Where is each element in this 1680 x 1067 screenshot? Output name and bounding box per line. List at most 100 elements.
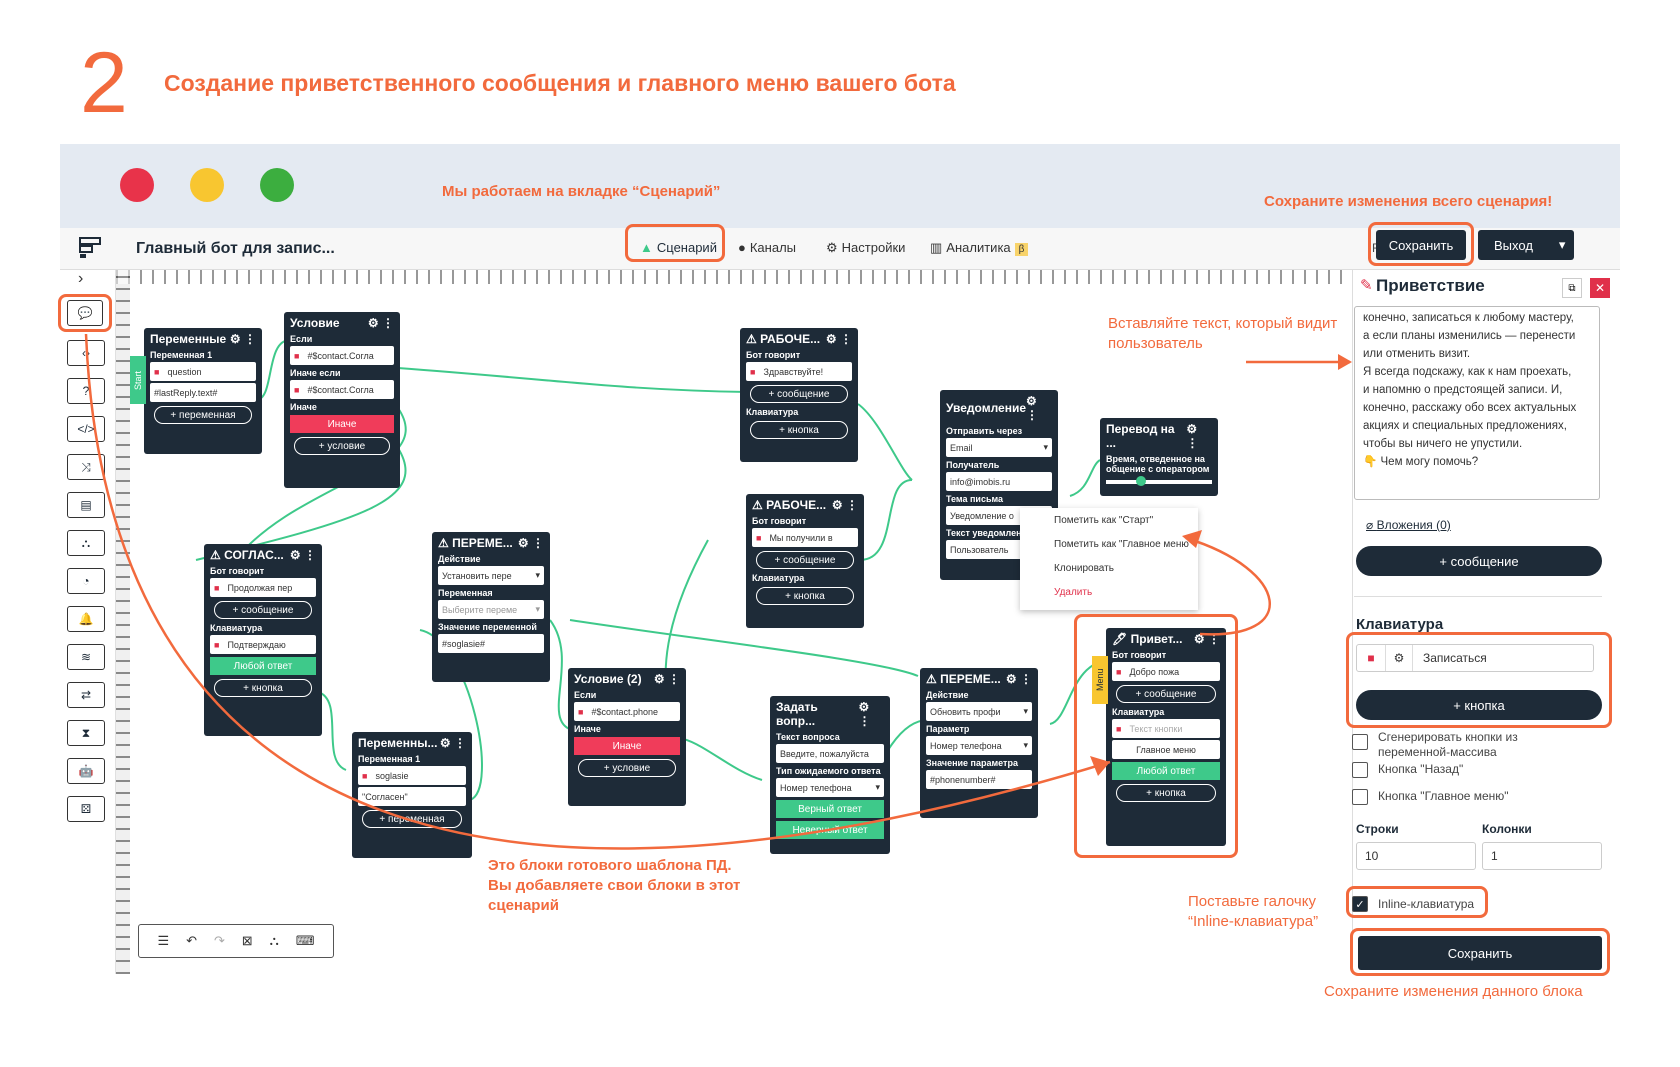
trash-icon[interactable]: ■ <box>1116 666 1122 677</box>
note-template-blocks: Это блоки готового шаблона ПД. Вы добавл… <box>488 857 741 914</box>
trash-icon[interactable]: ■ <box>362 770 368 781</box>
gear-icon[interactable]: ⚙ ⋮ <box>517 536 544 550</box>
close-icon[interactable]: ✕ <box>1590 278 1610 298</box>
menu-item-clone[interactable]: Клонировать <box>1054 562 1114 574</box>
trash-icon[interactable]: ■ <box>578 706 584 717</box>
window-chrome <box>60 144 1620 228</box>
code-nav-icon[interactable]: ‹› <box>67 340 105 366</box>
gear-icon[interactable]: ⚙ ⋮ <box>858 700 871 728</box>
block-operator-transfer[interactable]: Перевод на ...⚙ ⋮ Время, отведенное на о… <box>1100 418 1218 496</box>
block-variables-4[interactable]: ⚠ ПЕРЕМЕ...⚙ ⋮ Действие Обновить профи▾ … <box>920 668 1038 818</box>
gear-icon[interactable]: ⚙ <box>1385 645 1413 671</box>
step-title: Создание приветственного сообщения и гла… <box>164 70 956 96</box>
question-block-icon[interactable]: ? <box>67 378 105 404</box>
rows-input[interactable]: 10 <box>1356 842 1476 870</box>
chevron-down-icon: ▾ <box>1023 706 1028 716</box>
message-block-icon[interactable]: 💬 <box>67 300 103 326</box>
tree-icon[interactable]: ⛬ <box>269 933 279 948</box>
block-condition-1[interactable]: Условие⚙ ⋮ Если ■#$contact.Согла Иначе е… <box>284 312 400 488</box>
random-block-icon[interactable]: ⚄ <box>67 796 105 822</box>
list-icon[interactable]: ☰ <box>157 933 170 948</box>
block-condition-2[interactable]: Условие (2)⚙ ⋮ Если ■#$contact.phone Ина… <box>568 668 686 806</box>
expand-arrow-icon[interactable]: › <box>78 270 84 287</box>
menu-item-delete[interactable]: Удалить <box>1054 586 1093 598</box>
block-variables-1[interactable]: Переменные⚙ ⋮ Переменная 1 ■question #la… <box>144 328 262 454</box>
back-button-checkbox[interactable] <box>1352 762 1368 778</box>
main-menu-button-checkbox[interactable] <box>1352 789 1368 805</box>
variable-block-icon[interactable]: ▤ <box>67 492 105 518</box>
transfer-block-icon[interactable]: ⇄ <box>67 682 105 708</box>
exit-button[interactable]: Выход▾ <box>1478 230 1574 260</box>
note-inline-checkbox: Поставьте галочку “Inline-клавиатура” <box>1188 893 1319 930</box>
bot-block-icon[interactable]: 🤖 <box>67 758 105 784</box>
gear-icon[interactable]: ⚙ ⋮ <box>825 332 852 346</box>
chevron-down-icon: ▾ <box>1558 237 1566 252</box>
keyboard-button-row[interactable]: ■ ⚙ Записаться <box>1356 644 1594 672</box>
code-block-icon[interactable]: </> <box>67 416 105 442</box>
trash-icon[interactable]: ■ <box>750 366 756 377</box>
flow-block-icon[interactable]: ⛬ <box>67 530 105 556</box>
maximize-dot-icon[interactable] <box>260 168 294 202</box>
block-consent[interactable]: ⚠ СОГЛАС...⚙ ⋮ Бот говорит ■Продолжая пе… <box>204 544 322 736</box>
add-keyboard-button[interactable]: + кнопка <box>1356 690 1602 720</box>
pen-icon: ✎ <box>1360 277 1373 294</box>
notification-block-icon[interactable]: 🔔 <box>67 606 105 632</box>
note-save-block: Сохраните изменения данного блока <box>1324 983 1583 1000</box>
trash-icon[interactable]: ■ <box>154 366 160 377</box>
tab-channels[interactable]: ●Каналы <box>738 240 797 255</box>
undo-icon[interactable]: ↶ <box>186 933 197 948</box>
columns-input[interactable]: 1 <box>1482 842 1602 870</box>
trash-icon[interactable]: ■ <box>294 350 300 361</box>
block-ask-question[interactable]: Задать вопр...⚙ ⋮ Текст вопроса Введите,… <box>770 696 890 854</box>
attachments-link[interactable]: ⌀ Вложения (0) <box>1366 518 1451 532</box>
gear-icon[interactable]: ⚙ ⋮ <box>653 672 680 686</box>
block-variables-3[interactable]: Переменны...⚙ ⋮ Переменная 1 ■soglasie "… <box>352 732 472 858</box>
gear-icon[interactable]: ⚙ ⋮ <box>1005 672 1032 686</box>
add-variable-button[interactable]: + переменная <box>154 406 252 424</box>
menu-item-mark-main-menu[interactable]: Пометить как "Главное меню" <box>1054 538 1193 550</box>
keyboard-icon[interactable]: ⌨ <box>295 933 315 948</box>
gear-icon[interactable]: ⚙ ⋮ <box>367 316 394 330</box>
tab-scenario[interactable]: ▲Сценарий <box>640 240 717 255</box>
operator-block-icon[interactable]: ◔ <box>67 568 105 594</box>
save-block-button[interactable]: Сохранить <box>1358 936 1602 970</box>
trash-icon[interactable]: ■ <box>214 582 220 593</box>
menu-item-mark-start[interactable]: Пометить как "Старт" <box>1054 514 1154 526</box>
block-work-2[interactable]: ⚠ РАБОЧЕ...⚙ ⋮ Бот говорит ■Мы получили … <box>746 494 864 628</box>
highlight-scenario-tab <box>625 224 725 262</box>
highlight-inline-checkbox <box>1346 886 1488 918</box>
message-text-area[interactable]: конечно, записаться к любому мастеру, а … <box>1354 306 1600 500</box>
trash-icon[interactable]: ■ <box>294 384 300 395</box>
tab-settings[interactable]: ⚙Настройки <box>826 240 906 255</box>
gear-icon[interactable]: ⚙ ⋮ <box>439 736 466 750</box>
close-dot-icon[interactable] <box>120 168 154 202</box>
highlight-greeting-block <box>1074 614 1238 858</box>
save-scenario-button[interactable]: Сохранить <box>1376 230 1466 260</box>
fit-icon[interactable]: ⊠ <box>241 933 253 948</box>
trash-icon[interactable]: ■ <box>1116 723 1122 734</box>
delay-block-icon[interactable]: ⧗ <box>67 720 105 746</box>
scenario-icon: ▲ <box>640 240 653 255</box>
add-condition-button[interactable]: + условие <box>294 437 390 455</box>
condition-block-icon[interactable]: ⤨ <box>67 454 105 480</box>
webhook-block-icon[interactable]: ≋ <box>67 644 105 670</box>
generate-buttons-checkbox[interactable] <box>1352 734 1368 750</box>
inline-keyboard-checkbox[interactable]: ✓ <box>1352 896 1368 912</box>
rows-label: Строки <box>1356 822 1399 836</box>
block-work-1[interactable]: ⚠ РАБОЧЕ...⚙ ⋮ Бот говорит ■Здравствуйте… <box>740 328 858 462</box>
trash-icon[interactable]: ■ <box>1367 651 1375 665</box>
minimize-dot-icon[interactable] <box>190 168 224 202</box>
gear-icon[interactable]: ⚙ ⋮ <box>831 498 858 512</box>
gear-icon[interactable]: ⚙ ⋮ <box>1186 422 1199 450</box>
block-variables-2[interactable]: ⚠ ПЕРЕМЕ...⚙ ⋮ Действие Установить пере▾… <box>432 532 550 682</box>
block-greeting[interactable]: 🖊 Привет...⚙ ⋮ Бот говорит ■Добро пожа +… <box>1106 628 1226 846</box>
copy-icon[interactable]: ⧉ <box>1562 278 1582 298</box>
trash-icon[interactable]: ■ <box>756 532 762 543</box>
trash-icon[interactable]: ■ <box>214 639 220 650</box>
gear-icon[interactable]: ⚙ ⋮ <box>229 332 256 346</box>
redo-icon[interactable]: ↷ <box>213 933 225 948</box>
add-message-button[interactable]: + сообщение <box>1356 546 1602 576</box>
gear-icon[interactable]: ⚙ ⋮ <box>1026 394 1039 422</box>
gear-icon[interactable]: ⚙ ⋮ <box>289 548 316 562</box>
